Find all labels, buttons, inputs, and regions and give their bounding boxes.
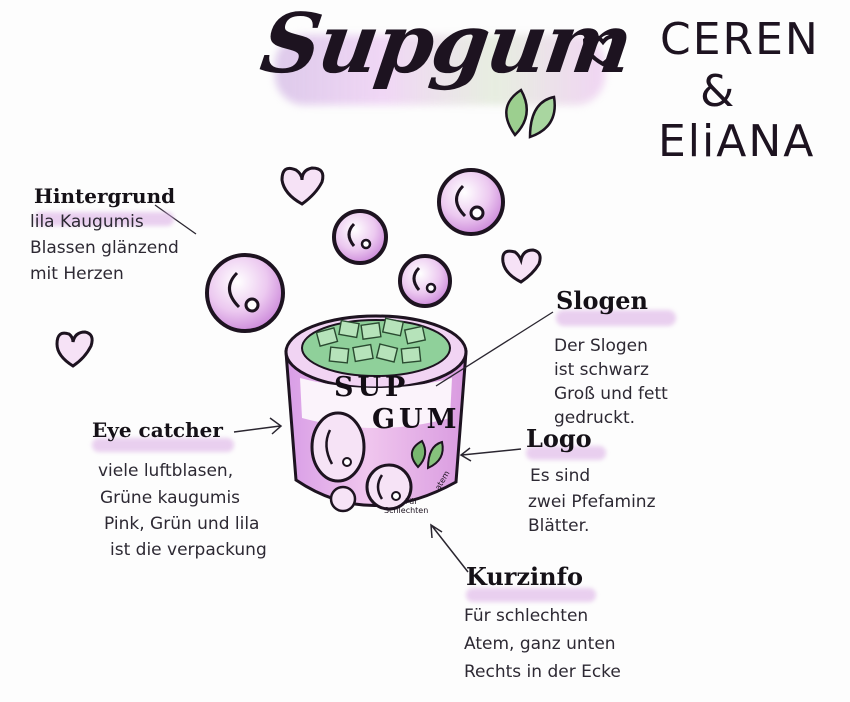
annotation-background-label: Hintergrund <box>34 184 176 208</box>
annotation-slogan-line: gedruckt. <box>554 408 636 428</box>
annotation-logo-line: Blätter. <box>528 516 590 536</box>
annotation-background-line: lila Kaugumis <box>30 212 144 232</box>
annotation-eye-catcher-label: Eye catcher <box>92 418 223 442</box>
author-ampersand: & <box>700 66 737 117</box>
annotation-logo-label: Logo <box>526 424 592 453</box>
pointer-line <box>435 311 554 387</box>
heart-icon <box>501 248 542 284</box>
annotation-logo-line: Es sind <box>530 466 591 486</box>
pointer-arrow <box>233 417 283 435</box>
label-highlight <box>92 438 234 452</box>
annotation-slogan-line: ist schwarz <box>554 360 649 380</box>
bubble-icon <box>332 209 388 265</box>
bubble-icon <box>205 253 285 333</box>
pointer-arrow <box>459 447 522 462</box>
annotation-slogan-line: Groß und fett <box>554 384 668 404</box>
annotation-background-line: Blassen glänzend <box>30 238 179 258</box>
annotation-slogan-line: Der Slogen <box>554 336 648 356</box>
author-eliana: EliANA <box>658 116 816 167</box>
title-leaves-icon <box>505 88 556 139</box>
annotation-eye-catcher-line: Pink, Grün und lila <box>104 514 260 534</box>
annotation-eye-catcher-line: Grüne kaugumis <box>100 488 241 508</box>
annotation-short-info-line: Rechts in der Ecke <box>464 662 621 682</box>
package-brand-line1: SUP <box>334 372 410 403</box>
annotation-short-info-line: Atem, ganz unten <box>464 634 616 654</box>
pointer-arrow <box>430 523 469 573</box>
annotation-logo-line: zwei Pfefaminz <box>528 492 656 512</box>
annotation-short-info-line: Für schlechten <box>464 606 589 626</box>
bubble-icon <box>437 168 505 236</box>
label-highlight <box>526 446 606 460</box>
annotation-short-info-label: Kurzinfo <box>466 562 583 591</box>
annotation-background-line: mit Herzen <box>30 264 124 284</box>
title-highlight <box>275 35 605 105</box>
note-highlight <box>34 212 174 226</box>
annotation-eye-catcher-line: ist die verpackung <box>110 540 267 560</box>
gum-package-icon <box>284 314 468 513</box>
package-info-line2: Schlechten <box>384 506 429 515</box>
heart-icon <box>55 330 94 368</box>
label-highlight <box>466 588 596 602</box>
package-brand-line2: GUM <box>372 404 461 435</box>
author-ceren: CEREN <box>660 14 820 65</box>
label-highlight <box>556 310 676 326</box>
annotation-slogan-label: Slogen <box>556 286 648 315</box>
pointer-line <box>154 204 197 235</box>
package-info-line1: Für <box>405 497 418 506</box>
heart-icon <box>280 166 325 206</box>
bubble-icon <box>398 254 452 308</box>
title-heart-flourish <box>582 34 624 67</box>
annotation-eye-catcher-line: viele luftblasen, <box>98 461 234 481</box>
